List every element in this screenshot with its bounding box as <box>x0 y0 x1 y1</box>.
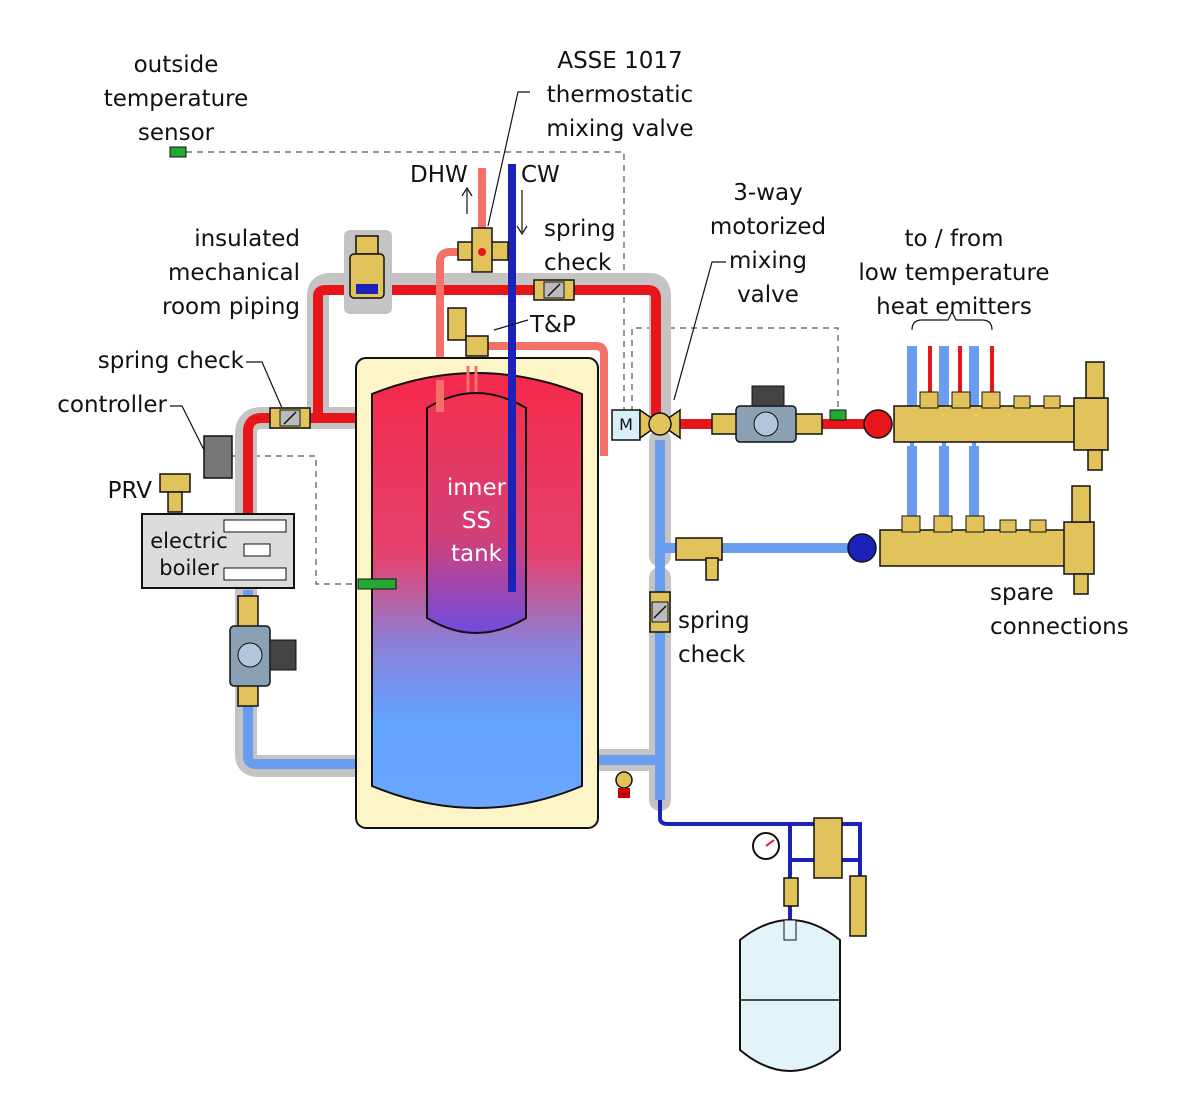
three-way-valve-label: 3-way motorized mixing valve <box>709 180 827 308</box>
air-separator <box>344 230 392 314</box>
inner-ss-tank <box>426 392 527 634</box>
prv-label: PRV <box>107 478 152 504</box>
controller-box <box>203 435 233 479</box>
cw-label: CW <box>521 162 560 188</box>
dhw-label: DHW <box>410 162 468 188</box>
emitter-supply-stubs <box>928 346 994 396</box>
spring-check-right-label: spring check <box>678 608 750 668</box>
insulated-piping-label: insulated mechanical room piping <box>162 226 300 320</box>
supply-manifold <box>863 361 1109 471</box>
asse-valve-label: ASSE 1017 thermostatic mixing valve <box>546 48 694 142</box>
prv-valve <box>159 473 191 513</box>
spring-check-top-valve <box>533 279 575 301</box>
emitters-label: to / from low temperature heat emitters <box>858 226 1050 320</box>
supply-sensor-icon <box>829 409 847 421</box>
emitter-circulator <box>711 385 823 443</box>
electric-boiler <box>141 513 295 589</box>
thermostatic-mixing-valve <box>457 227 509 273</box>
fill-valve <box>783 817 867 937</box>
expansion-tank <box>739 919 841 1072</box>
three-way-motorized-valve <box>611 408 681 441</box>
outdoor-sensor-icon <box>169 146 187 158</box>
motor-label: M <box>619 415 633 434</box>
tank-sensor-icon <box>357 578 397 590</box>
spring-check-top-label: spring check <box>544 216 616 276</box>
electric-boiler-label: electric boiler <box>150 529 228 580</box>
tp-relief-valve <box>447 307 489 357</box>
purge-valve <box>675 537 723 581</box>
boiler-circulator <box>229 595 297 707</box>
callout-lines <box>170 91 993 451</box>
spring-check-left-label: spring check <box>97 348 244 374</box>
return-manifold <box>847 485 1095 595</box>
spare-connections-label: spare connections <box>990 580 1129 640</box>
controller-label: controller <box>57 392 167 418</box>
tp-label: T&P <box>530 312 576 338</box>
pressure-gauge <box>752 832 780 860</box>
spring-check-right-valve <box>649 591 671 633</box>
control-wiring <box>186 151 839 585</box>
inner-tank-label: inner SS tank <box>446 475 507 567</box>
drain-valve <box>615 771 633 798</box>
outside-sensor-label: outside temperature sensor <box>103 52 249 146</box>
spring-check-left-valve <box>269 407 311 429</box>
